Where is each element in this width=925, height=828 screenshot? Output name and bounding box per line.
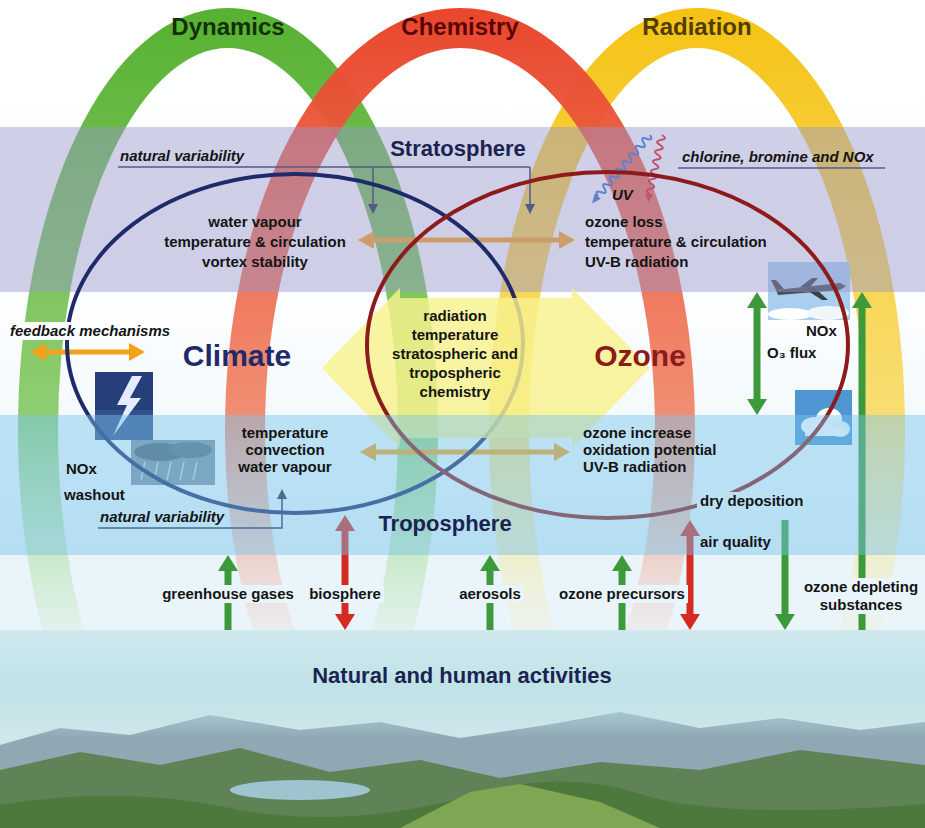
arrow-head [480,555,500,571]
flow-label: greenhouse gases [159,585,297,603]
interaction-double-arrow [44,350,131,355]
arrow-head [612,555,632,571]
band-title: Troposphere [378,511,511,537]
aircraft-photo [768,308,812,320]
interaction-double-arrow [30,343,46,361]
note-label: natural variability [100,508,224,526]
process-text: water vapour temperature & circulation v… [164,212,346,272]
emission-label: NOx [806,322,837,340]
theme-title: Chemistry [401,13,518,41]
arrow-head [335,614,355,630]
band-title: Stratosphere [390,136,526,162]
process-text: ozone loss temperature & circulation UV-… [585,212,767,272]
arrow-head [775,614,795,630]
flow-label: aerosols [456,585,524,603]
flow-label: ozone depleting substances [801,578,921,614]
arrow-head [747,292,767,308]
ellipse-title: Climate [183,339,291,373]
ellipse-title: Ozone [594,339,686,373]
note-label: feedback mechanisms [7,322,173,340]
arrow-head [218,555,238,571]
flow-label: biosphere [306,585,384,603]
theme-title: Radiation [642,13,751,41]
flow-label: air quality [700,533,771,551]
process-label: washout [64,486,125,504]
note-label: UV [612,186,633,204]
flow-arrow [747,292,767,415]
arrow-head [852,292,872,308]
flow-label: O₃ flux [767,344,816,362]
flow-label: dry deposition [697,492,806,510]
band-title: Natural and human activities [312,663,612,689]
ground-band: Natural and human activities [0,630,925,828]
note-label: chlorine, bromine and NOx [682,148,874,166]
emission-label: NOx [66,460,97,478]
process-text: ozone increase oxidation potential UV-B … [583,424,716,475]
atmosphere-band: Troposphere [0,415,925,555]
arrow-head [680,614,700,630]
flow-arrow-shaft [754,305,761,402]
theme-title: Dynamics [171,13,284,41]
process-text: temperature convection water vapour [238,424,331,475]
note-label: natural variability [120,147,244,165]
interaction-double-arrow [129,343,145,361]
arrow-head [747,399,767,415]
flow-label: ozone precursors [556,585,688,603]
arrow-text: radiation temperature stratospheric and … [392,306,518,401]
